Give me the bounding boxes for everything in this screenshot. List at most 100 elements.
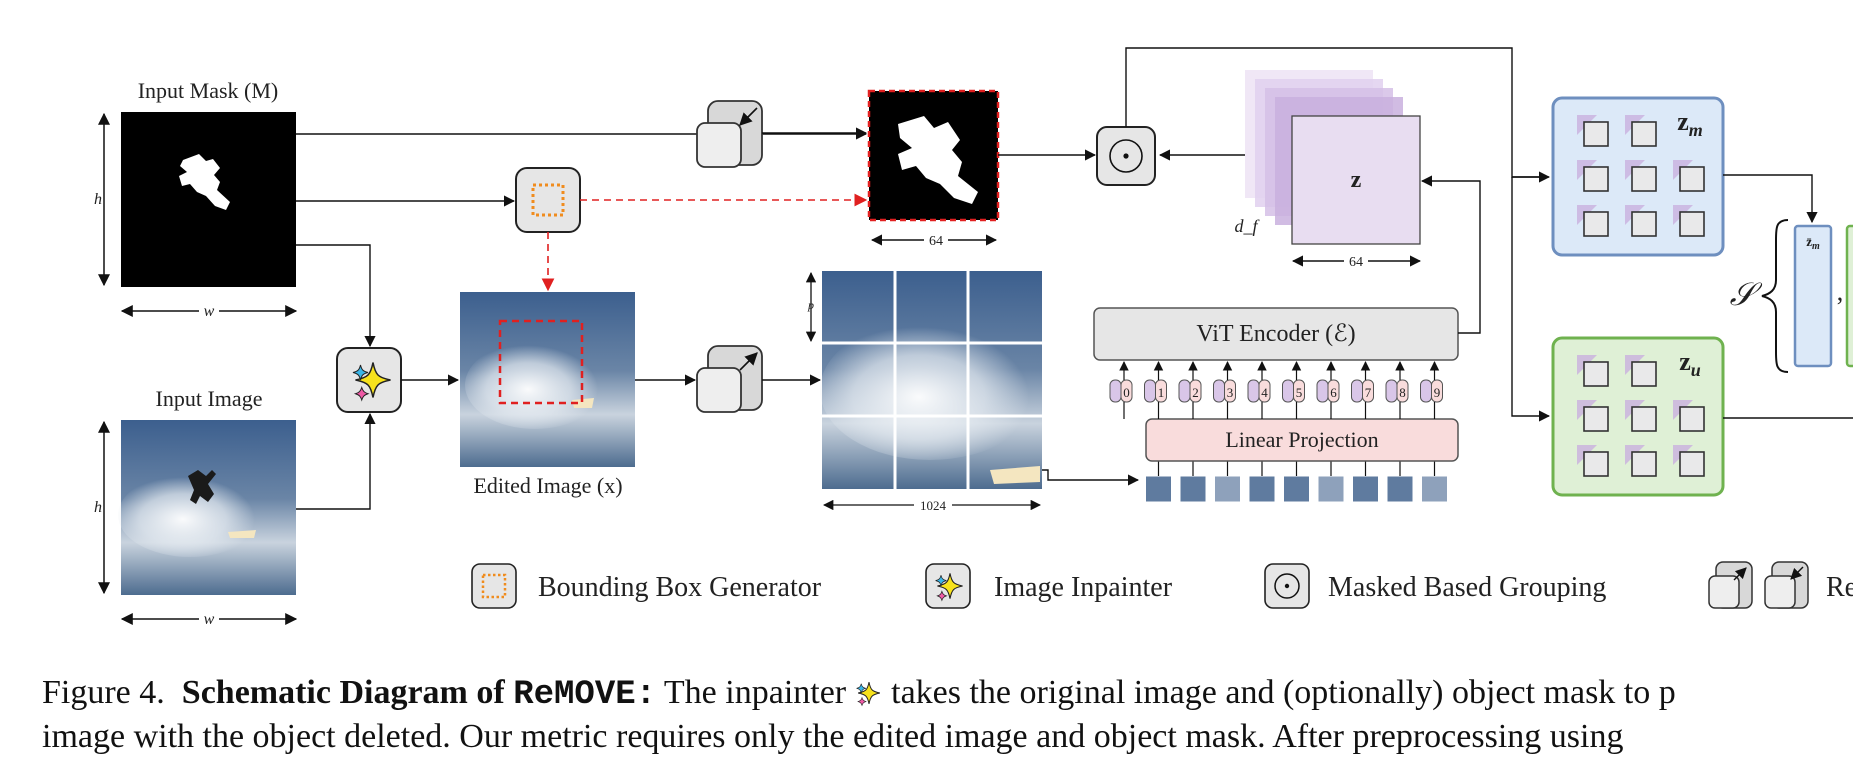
- vit-encoder-label: ViT Encoder (ℰ): [1196, 321, 1355, 347]
- zm-to-zbar-line: [1723, 174, 1818, 224]
- patch-thumbnails: [1145, 461, 1448, 503]
- zbar-m-vector: [1793, 224, 1833, 368]
- zm-cells: [1577, 115, 1705, 237]
- remove-schematic-diagram: Input Mask (M) h w Input Image h w Edite…: [94, 47, 1853, 628]
- mask-w-label: w: [204, 303, 215, 320]
- feature-map-stack: [1245, 70, 1421, 245]
- patch-thumb: [1386, 475, 1414, 503]
- grouping-to-zu-arrow: [1511, 177, 1551, 422]
- token-label: 0: [1123, 385, 1130, 400]
- edited-surfboard: [572, 398, 594, 408]
- patch-thumb: [1283, 475, 1310, 503]
- zu-cells: [1577, 355, 1705, 477]
- feature-cell: [1631, 121, 1657, 147]
- feature-cell: [1583, 451, 1609, 477]
- token-label: 3: [1227, 385, 1234, 400]
- feature-cell: [1679, 166, 1705, 192]
- mask64-size-label: 64: [929, 234, 943, 249]
- legend-resize-up-icon: [1708, 561, 1753, 609]
- token-label: 9: [1434, 385, 1441, 400]
- token-4: 4: [1247, 361, 1271, 419]
- bbox-dotted-square-icon: [531, 183, 565, 217]
- patch-thumb: [1421, 475, 1448, 503]
- legend-bbox-icon: [481, 573, 507, 599]
- legend-bbox-node: [471, 563, 517, 609]
- patches-to-tokens-line: [1042, 469, 1140, 486]
- mask-to-inpainter-line: [296, 244, 376, 348]
- token-label: 6: [1330, 385, 1337, 400]
- patch-thumb: [1248, 475, 1276, 503]
- feature-cell: [1631, 166, 1657, 192]
- odot-icon: [1109, 139, 1143, 173]
- mask-h-label: h: [94, 191, 102, 208]
- patch-thumb: [1179, 475, 1207, 503]
- patch-thumb: [1145, 475, 1172, 503]
- linear-projection-box: [1145, 418, 1459, 462]
- edited-image-splash: [465, 341, 605, 429]
- legend-bbox-label: Bounding Box Generator: [538, 572, 822, 603]
- token-5: 5: [1282, 361, 1305, 419]
- caption-figure-number: Figure 4.: [42, 674, 165, 711]
- feature-cell: [1631, 211, 1657, 237]
- patch-width-label: 1024: [920, 498, 947, 513]
- legend-grouping-label: Masked Based Grouping: [1328, 572, 1606, 603]
- feature-cell: [1679, 406, 1705, 432]
- token-0: 0: [1109, 361, 1133, 419]
- set-s-label: 𝒮: [1730, 276, 1763, 312]
- caption-method-name: ReMOVE:: [513, 676, 657, 714]
- set-brace: [1761, 219, 1789, 373]
- set-comma: ,: [1837, 277, 1844, 306]
- feature-cell: [1583, 121, 1609, 147]
- token-1: 1: [1144, 361, 1167, 419]
- feature-df-label: d_f: [1234, 216, 1260, 236]
- resize-down-node: [696, 100, 763, 168]
- legend: Bounding Box Generator Image Inpainter M…: [471, 561, 1853, 609]
- feature-z-label: z: [1351, 167, 1362, 193]
- caption-title: Schematic Diagram of: [181, 674, 514, 711]
- input-image-splash: [118, 473, 262, 557]
- surfboard: [228, 530, 256, 538]
- image-h-label: h: [94, 499, 102, 516]
- feature-cell: [1679, 211, 1705, 237]
- feature64-size-label: 64: [1349, 255, 1363, 270]
- input-mask-title: Input Mask (M): [138, 78, 279, 103]
- feature-cell: [1583, 361, 1609, 387]
- resized-mask-silhouette: [898, 116, 978, 204]
- mask-silhouette: [179, 154, 230, 210]
- patch-grid: [820, 271, 1042, 489]
- legend-inpainter-label: Image Inpainter: [994, 572, 1173, 603]
- token-8: 8: [1385, 361, 1409, 419]
- input-image-title: Input Image: [156, 386, 263, 411]
- caption-sparkle-icon: [855, 681, 880, 706]
- vit-encoder-box: [1093, 307, 1459, 361]
- token-3: 3: [1213, 361, 1236, 419]
- feature-cell: [1583, 211, 1609, 237]
- caption-line-1: Figure 4. Schematic Diagram of ReMOVE: T…: [42, 672, 1853, 716]
- patch-thumb: [1352, 475, 1379, 503]
- caption-line-2: image with the object deleted. Our metri…: [42, 718, 1624, 755]
- patch-thumb: [1317, 475, 1345, 503]
- feature-cell: [1631, 451, 1657, 477]
- legend-odot-icon: [1274, 573, 1300, 599]
- patch-thumb: [1214, 475, 1241, 503]
- feature-cell: [1679, 451, 1705, 477]
- linear-projection-label: Linear Projection: [1225, 427, 1378, 452]
- image-to-inpainter-line: [296, 412, 376, 510]
- feature-cell: [1583, 406, 1609, 432]
- legend-resize-label: Re: [1826, 572, 1853, 603]
- token-label: 2: [1192, 385, 1199, 400]
- edited-image-title: Edited Image (x): [473, 473, 622, 498]
- figure-caption: Figure 4. Schematic Diagram of ReMOVE: T…: [42, 672, 1853, 758]
- edited-red-bbox: [498, 319, 584, 405]
- caption-text-b: takes the original image and (optionally…: [882, 674, 1676, 711]
- token-label: 5: [1296, 385, 1303, 400]
- bbox-generator-node: [515, 167, 581, 233]
- feature-cell: [1631, 361, 1657, 387]
- surfer-figure: [188, 470, 216, 504]
- token-7: 7: [1351, 361, 1374, 419]
- token-9: 9: [1420, 361, 1443, 419]
- feature-cell: [1583, 166, 1609, 192]
- caption-text-a: The inpainter: [656, 674, 855, 711]
- feature-cell: [1631, 406, 1657, 432]
